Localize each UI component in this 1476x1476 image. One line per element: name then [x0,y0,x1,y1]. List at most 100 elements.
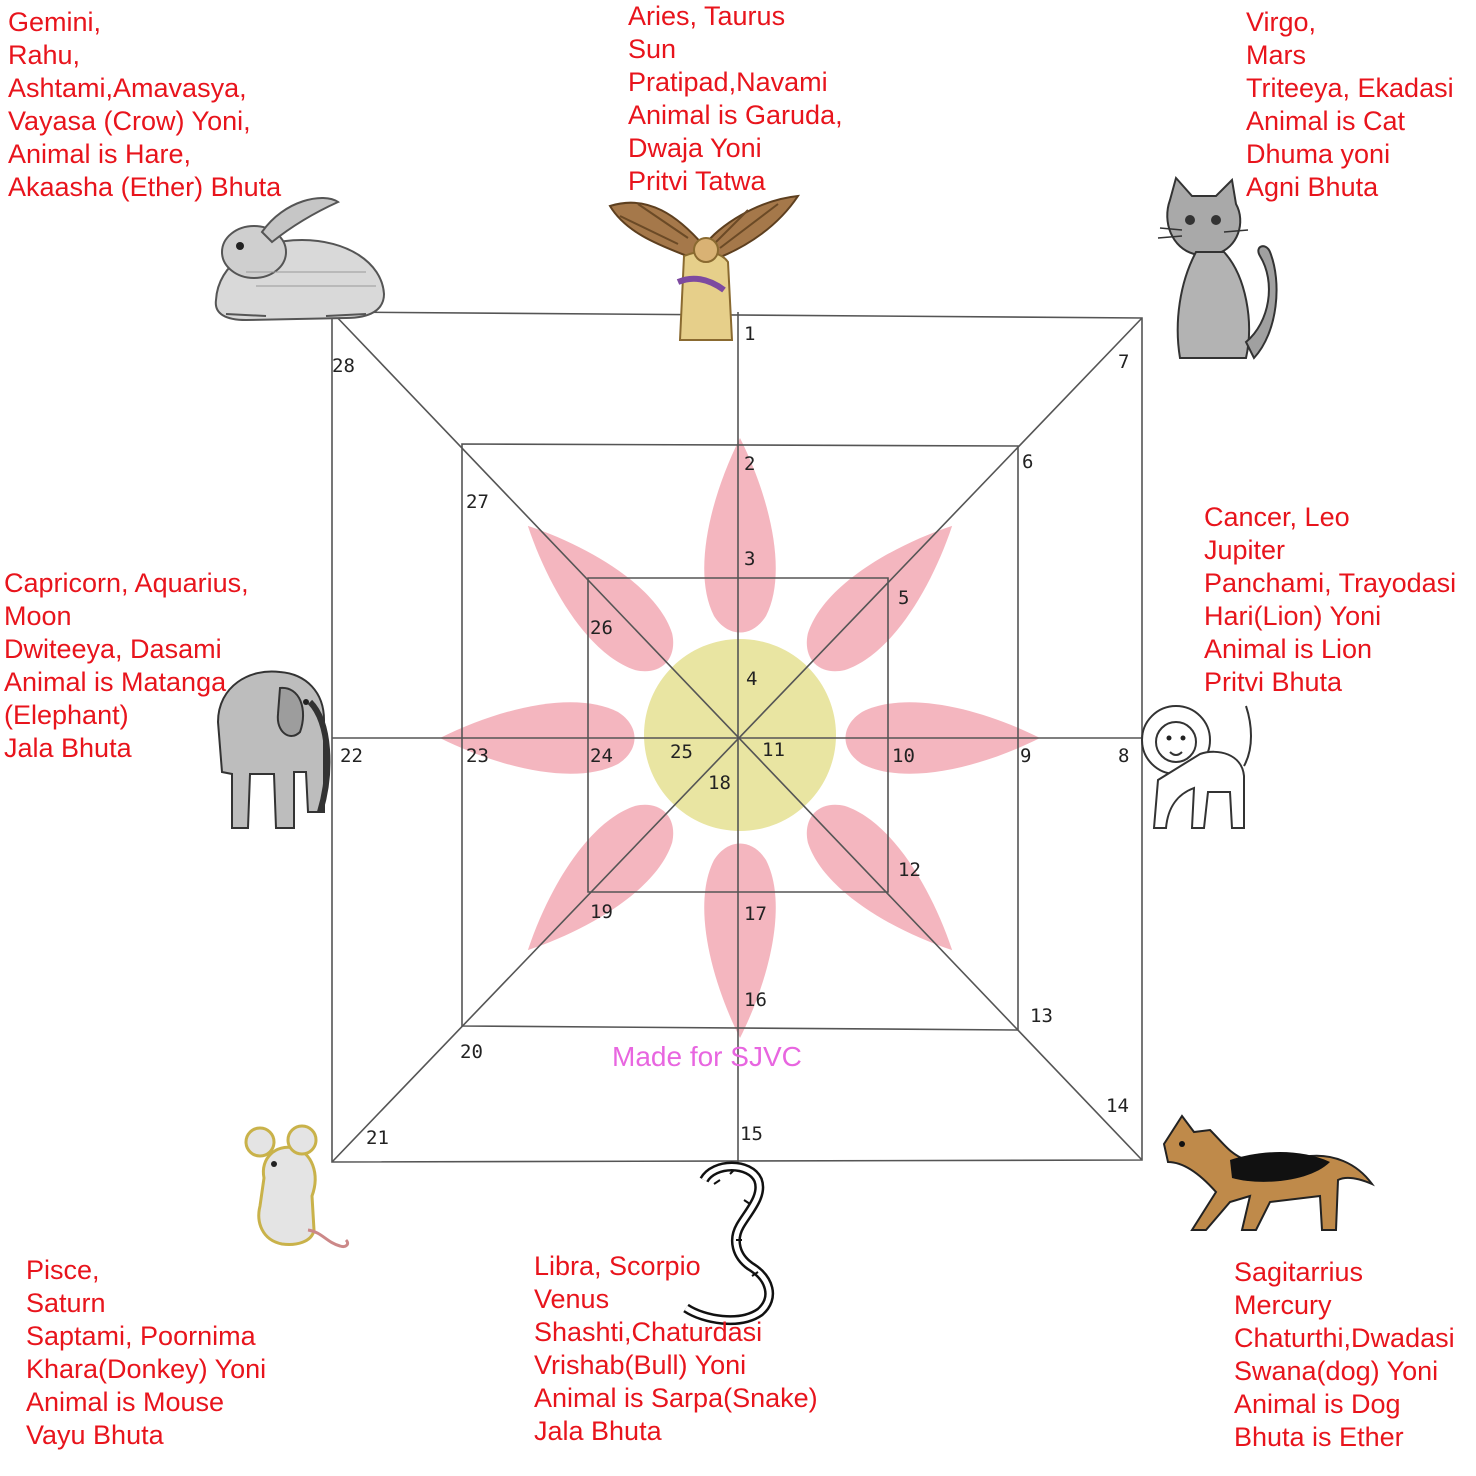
block-line: Saturn [26,1288,106,1318]
petal-north [704,438,776,633]
grid-number: 21 [366,1127,389,1149]
block-line: Hari(Lion) Yoni [1204,601,1382,631]
block-line: Jupiter [1204,535,1286,565]
block-line: Capricorn, Aquarius, [4,568,249,598]
grid-number: 22 [340,745,363,767]
garuda-icon [608,194,800,341]
diagonal-ne-sw [331,317,1143,1163]
block-line: Animal is Lion [1204,634,1373,664]
block-line: Dwaja Yoni [628,133,762,163]
block-line: Cancer, Leo [1204,502,1350,532]
inner-square [587,577,889,893]
block-line: Pratipad,Navami [628,67,828,97]
petal-north-east [806,525,953,672]
elephant-icon [216,670,331,829]
petal-south-east [806,804,953,951]
block-line: Pisce, [26,1255,100,1285]
petal-south-west [527,804,674,951]
block-line: Animal is Hare, [8,139,192,169]
block-cancer-leo-jupiter: Cancer, Leo Jupiter Panchami, Trayodasi … [1204,501,1456,699]
grid-number: 27 [466,491,489,513]
grid-number: 13 [1030,1005,1053,1027]
hare-icon [214,197,386,322]
block-line: Panchami, Trayodasi [1204,568,1457,598]
block-line: Agni Bhuta [1246,172,1379,202]
grid-number: 7 [1118,351,1129,373]
block-line: Animal is Cat [1246,106,1406,136]
block-line: Sagitarrius [1234,1257,1364,1287]
block-line: Animal is Garuda, [628,100,843,130]
grid-number: 2 [744,453,755,475]
grid-number: 28 [332,355,355,377]
block-line: Mars [1246,40,1306,70]
block-line: Animal is Mouse [26,1387,225,1417]
block-line: Jala Bhuta [4,733,132,763]
grid-number: 26 [590,617,613,639]
block-line: Dwiteeya, Dasami [4,634,222,664]
block-line: Animal is Dog [1234,1389,1401,1419]
block-line: (Elephant) [4,700,129,730]
grid-numbers: 1 2 3 4 5 6 7 8 9 10 11 12 13 14 15 16 1… [332,323,1129,1149]
block-line: Aries, Taurus [628,1,786,31]
block-capricorn-aquarius-moon: Capricorn, Aquarius, Moon Dwiteeya, Dasa… [4,567,249,765]
block-line: Libra, Scorpio [534,1251,701,1281]
block-line: Khara(Donkey) Yoni [26,1354,267,1384]
block-line: Vayu Bhuta [26,1420,164,1450]
grid-number: 17 [744,903,767,925]
block-libra-scorpio-venus: Libra, Scorpio Venus Shashti,Chaturdasi … [534,1250,818,1448]
block-line: Jala Bhuta [534,1416,662,1446]
lion-icon [1141,705,1252,829]
grid-number: 8 [1118,745,1129,767]
credit-text: Made for SJVC [612,1041,802,1072]
block-line: Chaturthi,Dwadasi [1234,1323,1455,1353]
diagonal-nw-se [331,311,1143,1161]
dog-icon [1162,1114,1375,1231]
grid-number: 25 [670,741,693,763]
grid-number: 16 [744,989,767,1011]
block-line: Vrishab(Bull) Yoni [534,1350,747,1380]
grid-number: 9 [1020,745,1031,767]
grid-number: 19 [590,901,613,923]
cat-icon [1157,175,1278,360]
block-line: Bhuta is Ether [1234,1422,1404,1452]
block-line: Rahu, [8,40,81,70]
grid-number: 20 [460,1041,483,1063]
grid-number: 24 [590,745,613,767]
block-virgo-mars: Virgo, Mars Triteeya, Ekadasi Animal is … [1246,6,1454,204]
block-line: Venus [534,1284,610,1314]
petal-north-west [527,525,674,672]
block-line: Vayasa (Crow) Yoni, [8,106,251,136]
block-line: Animal is Sarpa(Snake) [534,1383,818,1413]
block-line: Shashti,Chaturdasi [534,1317,763,1347]
block-line: Mercury [1234,1290,1332,1320]
grid-number: 15 [740,1123,763,1145]
block-line: Pritvi Bhuta [1204,667,1343,697]
block-line: Virgo, [1246,7,1317,37]
block-line: Pritvi Tatwa [628,166,766,196]
snake-icon [683,1161,774,1326]
grid-number: 4 [746,668,757,690]
block-pisces-saturn: Pisce, Saturn Saptami, Poornima Khara(Do… [26,1254,266,1452]
grid-number: 11 [762,739,785,761]
block-line: Ashtami,Amavasya, [8,73,247,103]
grid-number: 14 [1106,1095,1129,1117]
block-aries-taurus-sun: Aries, Taurus Sun Pratipad,Navami Animal… [628,0,843,198]
block-line: Triteeya, Ekadasi [1246,73,1454,103]
grid-number: 3 [744,548,755,570]
grid-number: 23 [466,745,489,767]
block-sagittarius-mercury: Sagitarrius Mercury Chaturthi,Dwadasi Sw… [1234,1256,1455,1454]
grid-number: 5 [898,587,909,609]
block-line: Moon [4,601,72,631]
block-gemini-rahu: Gemini, Rahu, Ashtami,Amavasya, Vayasa (… [8,6,281,204]
grid-number: 10 [892,745,915,767]
mouse-icon [244,1124,350,1248]
block-line: Saptami, Poornima [26,1321,256,1351]
block-line: Dhuma yoni [1246,139,1391,169]
block-line: Animal is Matanga [4,667,227,697]
block-line: Akaasha (Ether) Bhuta [8,172,282,202]
grid-number: 18 [708,772,731,794]
block-line: Gemini, [8,7,102,37]
grid-number: 12 [898,859,921,881]
